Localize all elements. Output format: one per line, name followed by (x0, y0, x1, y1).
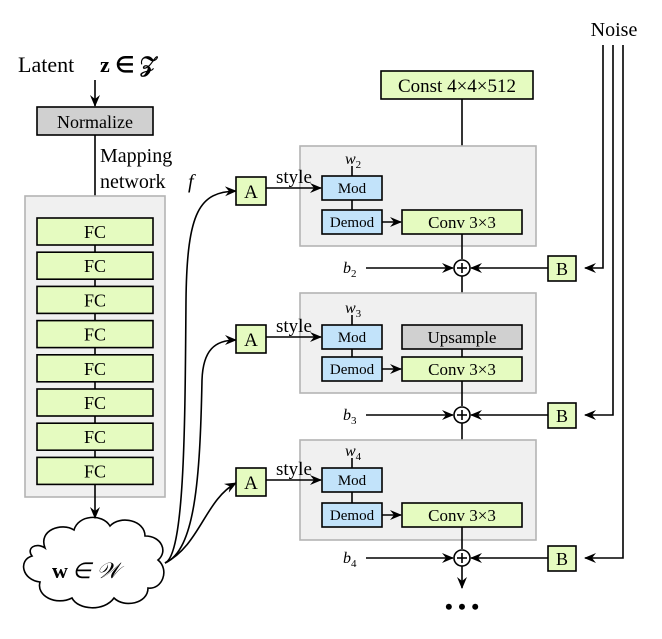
conv-box: Conv 3×3 (401, 502, 523, 528)
mapping-label-line1: Mapping (100, 145, 172, 167)
noise-label: Noise (591, 19, 638, 41)
noise-line (584, 45, 614, 420)
mod-label: Mod (338, 330, 367, 346)
mod-label: Mod (338, 473, 367, 489)
fc-layer: FC (36, 456, 154, 486)
demod-label: Demod (330, 508, 375, 524)
mapping-label-line2: network (100, 171, 166, 193)
fc-layer: FC (36, 422, 154, 452)
latent-math: z ∈ 𝒵 (100, 52, 159, 78)
fc-layer: FC (36, 285, 154, 315)
affine-a-box: A (235, 467, 267, 497)
mapping-symbol: f (188, 171, 196, 193)
style-label: style (276, 316, 312, 337)
w-symbol: w (52, 558, 68, 583)
fc-layer: FC (36, 388, 154, 417)
demod-box: Demod (321, 502, 383, 528)
w-space-math: ∈ 𝒲 (72, 558, 125, 583)
w-to-a1-curve (164, 186, 237, 564)
fc-layer: FC (36, 319, 154, 349)
const-label: Const 4×4×512 (398, 76, 516, 97)
demod-box: Demod (321, 209, 383, 235)
fc-layer: FC (36, 217, 154, 246)
mod-box: Mod (321, 467, 383, 493)
mod-box: Mod (321, 175, 383, 201)
style-label: style (276, 459, 312, 480)
noise-b-box: B (547, 545, 577, 572)
noise-line (584, 45, 624, 563)
style-label: style (276, 167, 312, 188)
weight-label: w4 (345, 443, 362, 463)
sum-node (453, 259, 471, 277)
fc-layer: FC (36, 353, 154, 383)
w-to-a3-curve (164, 482, 237, 564)
noise-b-box: B (547, 402, 577, 429)
demod-label: Demod (330, 215, 375, 231)
normalize-label: Normalize (57, 112, 133, 132)
b-label: B (556, 259, 568, 279)
sum-node (453, 549, 471, 567)
upsample-box: Upsample (401, 324, 523, 350)
demod-box: Demod (321, 356, 383, 382)
conv-label: Conv 3×3 (428, 360, 496, 379)
fc-label: FC (84, 359, 106, 379)
a-label: A (244, 473, 258, 494)
sum-node (453, 406, 471, 424)
fc-label: FC (84, 325, 106, 345)
conv-label: Conv 3×3 (428, 213, 496, 232)
normalize-box: Normalize (36, 106, 154, 136)
bias-label: b4 (343, 550, 357, 570)
bias-label: b3 (343, 407, 357, 427)
conv-label: Conv 3×3 (428, 506, 496, 525)
affine-a-box: A (235, 324, 267, 354)
upsample-label: Upsample (428, 328, 497, 347)
noise-b-box: B (547, 255, 577, 282)
ellipsis: • • • (445, 594, 479, 619)
fc-label: FC (84, 427, 106, 447)
fc-layer: FC (36, 251, 154, 280)
mod-label: Mod (338, 181, 367, 197)
a-label: A (244, 330, 258, 351)
mod-box: Mod (321, 324, 383, 350)
w-space-cloud: w ∈ 𝒲 (22, 516, 165, 609)
demod-label: Demod (330, 362, 375, 378)
b-label: B (556, 549, 568, 569)
bias-label: b2 (343, 260, 357, 280)
latent-label: Latent (18, 52, 74, 77)
fc-stack: FC FC FC FC FC FC FC FC (36, 217, 154, 486)
fc-label: FC (84, 290, 106, 310)
conv-box: Conv 3×3 (401, 209, 523, 235)
weight-label: w3 (345, 300, 362, 320)
const-input-box: Const 4×4×512 (380, 70, 534, 100)
w-to-a2-curve (164, 335, 237, 564)
fc-label: FC (84, 393, 106, 413)
noise-line (584, 45, 604, 273)
b-label: B (556, 406, 568, 426)
fc-label: FC (84, 256, 106, 276)
affine-a-box: A (235, 176, 267, 206)
a-label: A (244, 182, 258, 203)
weight-label: w2 (345, 151, 361, 171)
fc-label: FC (84, 461, 106, 481)
conv-box: Conv 3×3 (401, 356, 523, 382)
fc-label: FC (84, 222, 106, 242)
